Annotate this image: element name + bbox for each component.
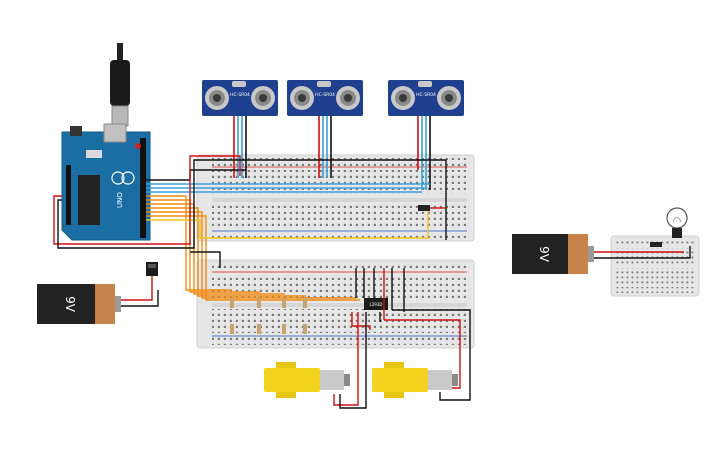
dc-motor-2 <box>372 362 458 398</box>
ultrasonic-sensor-3: HC-SR04 <box>388 80 464 116</box>
motor-driver-chip: L293D <box>364 298 388 310</box>
regulator-wires <box>190 251 221 268</box>
sensor-1-label: HC-SR04 <box>230 92 250 98</box>
light-bulb-icon <box>666 207 688 238</box>
driver-chip-label: L293D <box>370 302 383 307</box>
breadboard-bottom <box>196 259 475 349</box>
battery-left: 9V <box>37 284 121 324</box>
resistors <box>230 298 307 334</box>
sensor-3-label: HC-SR04 <box>416 92 436 98</box>
sensor-2-label: HC-SR04 <box>315 92 335 98</box>
usb-plug <box>110 43 130 127</box>
voltage-regulator <box>146 262 158 276</box>
top-board-switch <box>418 205 430 211</box>
ultrasonic-sensor-2: HC-SR04 <box>287 80 363 116</box>
ultrasonic-sensor-1: HC-SR04 <box>202 80 278 116</box>
battery-right-label: 9V <box>537 246 551 263</box>
arduino-uno-board: UNO <box>61 123 151 241</box>
breadboard-top <box>196 154 475 242</box>
battery-right: 9V <box>512 234 594 274</box>
small-board-switch <box>650 242 662 247</box>
arduino-wires <box>53 155 447 301</box>
battery-left-label: 9V <box>63 296 77 313</box>
driver-wires <box>333 268 471 409</box>
dc-motor-1 <box>264 362 350 398</box>
sensor-wires <box>233 116 431 190</box>
battery-left-wires <box>121 276 159 307</box>
arduino-label: UNO <box>116 192 124 208</box>
battery-right-wires <box>594 246 691 259</box>
